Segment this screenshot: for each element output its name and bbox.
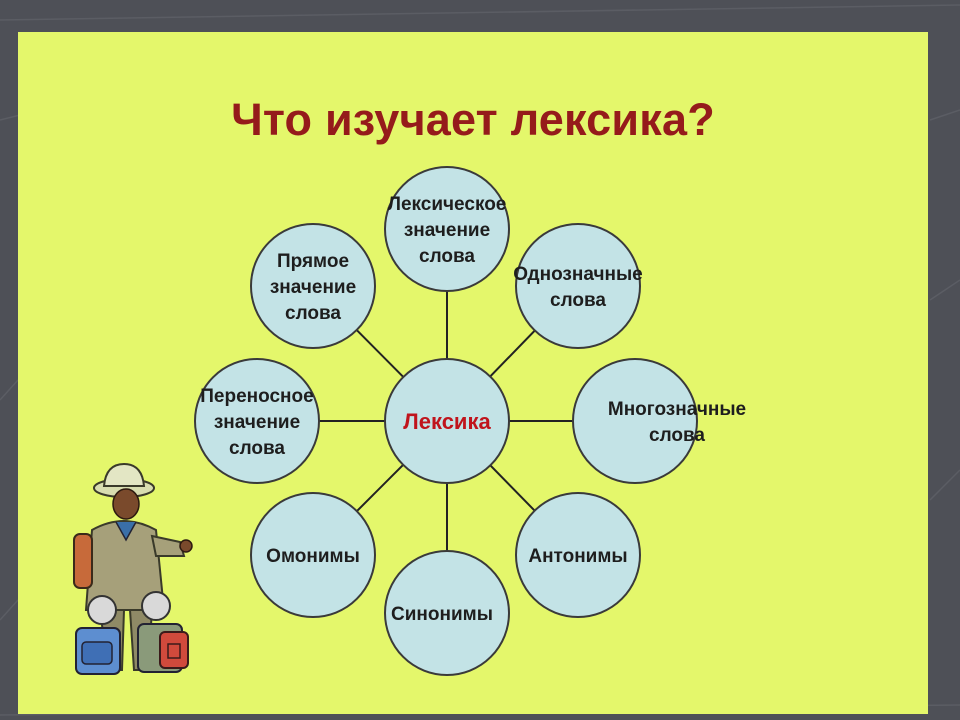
node-label-line: значение	[270, 277, 356, 298]
node-circle	[250, 492, 376, 618]
node-circle	[515, 492, 641, 618]
node-label-line: слова	[419, 246, 475, 267]
center-label: Лексика	[403, 409, 491, 434]
node-label-line: Переносное	[200, 386, 313, 407]
node-label-line: слова	[285, 303, 341, 324]
node-label-line: слова	[550, 290, 606, 311]
node-label-line: слова	[229, 438, 285, 459]
node-circle	[515, 223, 641, 349]
node-circle	[572, 358, 698, 484]
center-circle	[384, 358, 510, 484]
slide-title: Что изучает лексика?	[231, 94, 715, 145]
node-label-line: Синонимы	[391, 604, 493, 625]
center-node: Лексика	[384, 358, 510, 484]
tourists-clipart-icon	[73, 462, 193, 675]
node-label-line: Антонимы	[528, 546, 627, 567]
node-lexical-meaning: Лексическое значение слова	[384, 166, 510, 292]
node-synonyms: Синонимы	[384, 550, 510, 676]
node-antonyms: Антонимы	[515, 492, 641, 618]
node-circle	[250, 223, 376, 349]
node-homonyms: Омонимы	[250, 492, 376, 618]
node-circle	[194, 358, 320, 484]
node-label-line: значение	[214, 412, 300, 433]
node-label-line: слова	[649, 425, 705, 446]
node-label-line: Однозначные	[513, 264, 643, 285]
node-circle	[384, 550, 510, 676]
node-polysemous: Многозначные слова	[572, 358, 746, 484]
node-label-line: Омонимы	[266, 546, 360, 567]
node-direct-meaning: Прямое значение слова	[250, 223, 376, 349]
node-label-line: Многозначные	[608, 399, 746, 420]
node-label-line: Лексическое	[388, 194, 507, 215]
node-label-line: значение	[404, 220, 490, 241]
node-circle	[384, 166, 510, 292]
node-figurative-meaning: Переносное значение слова	[194, 358, 320, 484]
node-label-line: Прямое	[277, 251, 349, 272]
node-monosemous: Однозначные слова	[513, 223, 643, 349]
